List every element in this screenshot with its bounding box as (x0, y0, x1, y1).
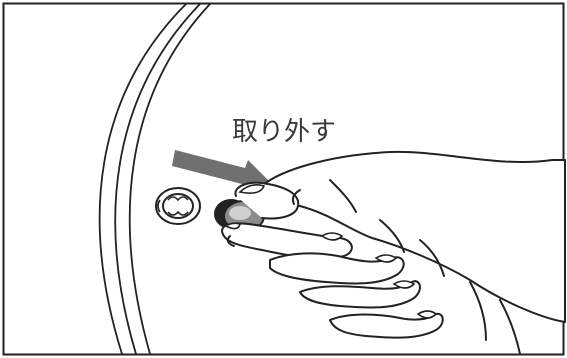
panel-edge (98, 3, 211, 355)
caption-remove: 取り外す (232, 117, 336, 147)
fingernails (224, 184, 438, 319)
cap-socket (155, 187, 201, 225)
